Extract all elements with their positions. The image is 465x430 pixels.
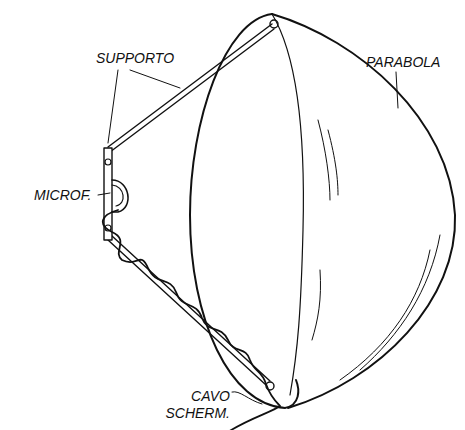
part-label: SUPPORTO — [96, 50, 174, 67]
part-label: PARABOLA — [366, 54, 440, 71]
part-label: CAVO SCHERM. — [164, 388, 230, 422]
leader-line — [396, 72, 398, 108]
dish-back — [272, 14, 455, 408]
leader-line — [130, 70, 180, 88]
leader-line — [232, 392, 262, 404]
leader-line — [98, 193, 110, 195]
shielded-cable — [103, 210, 280, 430]
upper-support — [108, 24, 272, 147]
microphone — [112, 180, 128, 212]
leader-line — [108, 70, 118, 143]
screw — [270, 20, 278, 28]
part-label: MICROF. — [34, 187, 91, 204]
dish-rim-inner — [272, 14, 303, 395]
